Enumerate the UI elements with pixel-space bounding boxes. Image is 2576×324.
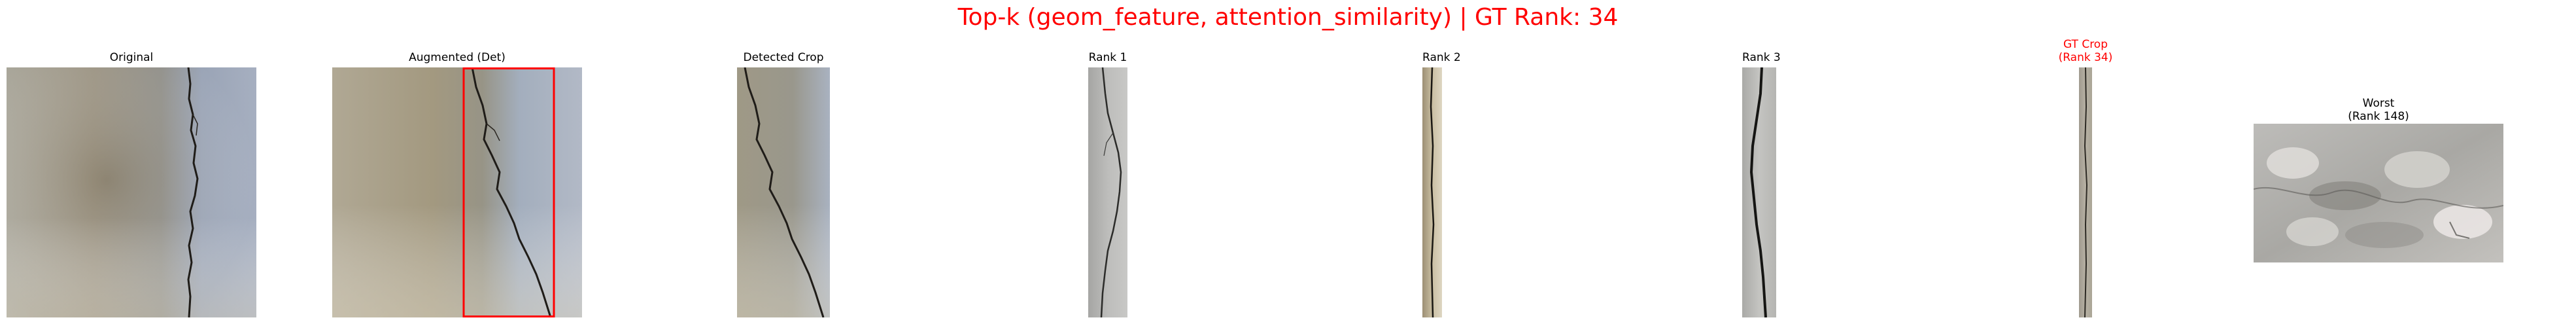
gt-crop-image xyxy=(2079,67,2092,317)
panel-title-rank-3: Rank 3 xyxy=(1742,51,1781,64)
panel-title-worst-rank: (Rank 148) xyxy=(2348,110,2409,123)
detected-crop-image xyxy=(737,67,830,317)
panel-title-original: Original xyxy=(109,51,154,64)
panel-title-rank-2: Rank 2 xyxy=(1422,51,1461,64)
detection-box xyxy=(462,67,555,317)
panel-title-worst: Worst xyxy=(2362,97,2395,110)
panel-title-augmented: Augmented (Det) xyxy=(409,51,506,64)
worst-image xyxy=(2254,124,2503,262)
panel-title-gt-crop-rank: (Rank 34) xyxy=(2058,51,2113,64)
rank-1-image xyxy=(1088,67,1127,317)
rank-3-image xyxy=(1742,67,1776,317)
rank-2-image xyxy=(1422,67,1442,317)
figure-title: Top-k (geom_feature, attention_similarit… xyxy=(957,4,1619,31)
panel-title-detected-crop: Detected Crop xyxy=(743,51,824,64)
augmented-image xyxy=(332,67,582,317)
original-image xyxy=(7,67,256,317)
panel-title-gt-crop: GT Crop xyxy=(2063,38,2108,51)
panel-title-rank-1: Rank 1 xyxy=(1088,51,1127,64)
